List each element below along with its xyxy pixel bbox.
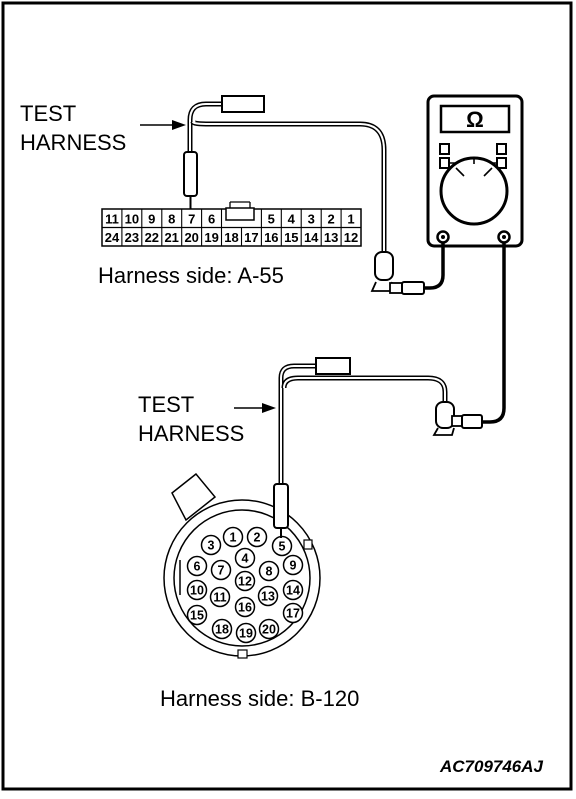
pin-label: 2 [327,212,334,227]
pin-label: 11 [105,212,119,227]
pin-label: 7 [218,564,225,578]
pin-label: 7 [188,212,195,227]
pin-socket [209,586,231,608]
test-harness-1 [183,95,425,295]
pin-label: 6 [208,212,215,227]
pin-socket [234,596,256,618]
pin-label: 24 [105,230,120,245]
selector-dial [439,156,509,226]
meter-probe-tip [461,414,483,429]
pin-label: 20 [262,623,276,637]
pin-label: 12 [344,230,358,245]
pin-label: 9 [148,212,155,227]
pin-label: 2 [254,531,261,545]
pin-socket [282,602,304,624]
connector-lock-tab [225,207,255,221]
pin-label: 4 [242,552,249,566]
harness-probe [273,483,289,529]
pin-socket [186,555,208,577]
pin-label: 23 [125,230,139,245]
pin-socket [258,618,280,640]
figure-code: AC709746AJ [439,757,544,776]
meter-lead-right [482,243,506,424]
test-harness-label-line2: HARNESS [138,421,244,446]
pin-socket [186,604,208,626]
pin-socket [234,547,256,569]
pin-label: 19 [204,230,218,245]
pin-label: 18 [224,230,238,245]
pin-label: 8 [266,565,273,579]
ohm-symbol: Ω [466,107,484,132]
test-harness-label-line1: TEST [20,101,76,126]
pin-label: 11 [213,591,226,605]
pin-socket [246,526,268,548]
harness-plug [315,357,351,375]
test-harness-label-line1: TEST [138,392,194,417]
pin-label: 22 [145,230,159,245]
ohmmeter: Ω [426,94,524,248]
pin-label: 12 [238,575,252,589]
pin-socket [282,579,304,601]
harness-probe [183,151,198,197]
pin-label: 5 [268,212,275,227]
pin-label: 9 [290,559,297,573]
pin-socket [210,559,232,581]
pin-label: 16 [264,230,278,245]
test-harness-label-line2: HARNESS [20,130,126,155]
pin-label: 15 [190,609,204,623]
pin-label: 10 [125,212,139,227]
pin-label: 5 [279,540,286,554]
pin-label: 4 [288,212,296,227]
pin-socket [234,570,256,592]
meter-scale-mark [496,143,507,155]
pin-label: 13 [324,230,338,245]
pin-socket [200,534,222,556]
pin-socket [258,560,280,582]
pin-label: 6 [194,560,201,574]
pin-label: 20 [184,230,198,245]
pin-label: 1 [347,212,354,227]
pin-socket [222,526,244,548]
pin-label: 3 [308,212,315,227]
meter-lead-left [424,243,445,290]
pin-socket [186,579,208,601]
pin-label: 8 [168,212,175,227]
harness-side-b-label: Harness side: B-120 [160,686,359,711]
test-harness-2 [273,357,483,538]
alligator-clip [435,401,455,429]
harness-side-a-label: Harness side: A-55 [98,263,284,288]
pin-socket [235,622,257,644]
pin-label: 16 [238,601,252,615]
pin-label: 3 [208,539,215,553]
pin-socket [211,618,233,640]
pin-label: 19 [239,627,253,641]
pin-label: 1 [230,531,237,545]
pin-label: 14 [304,230,319,245]
pin-label: 13 [261,590,275,604]
pin-label: 17 [286,607,300,621]
meter-scale-mark [439,143,450,155]
pin-socket [257,585,279,607]
pin-label: 14 [286,584,300,598]
pin-label: 18 [215,623,229,637]
pin-label: 10 [190,584,204,598]
pin-label: 17 [244,230,258,245]
ohmmeter-display [439,104,511,134]
harness-plug [221,95,265,113]
meter-probe-tip [401,281,425,295]
alligator-clip [374,251,394,281]
pin-label: 15 [284,230,298,245]
connector-latch [171,472,217,522]
pin-socket [282,554,304,576]
pin-label: 21 [164,230,178,245]
